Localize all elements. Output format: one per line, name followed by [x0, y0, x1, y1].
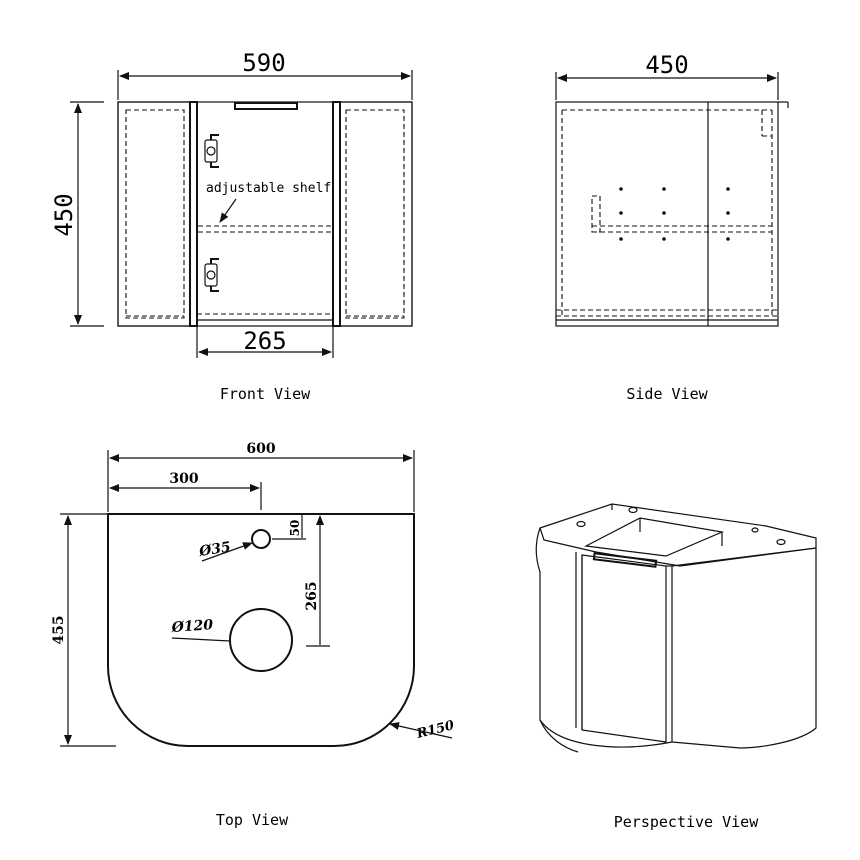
front-view: 590 450: [50, 49, 413, 403]
waste-hole: [229, 608, 293, 672]
side-depth-dim: 450: [645, 51, 688, 79]
front-height-dim: 450: [50, 193, 78, 236]
tap-hole: [251, 529, 271, 549]
hole-offset-dim: 300: [169, 471, 198, 487]
corner-radius-label: R150: [414, 718, 455, 742]
countertop-outline: [107, 513, 415, 747]
perspective-handle: [592, 552, 658, 568]
side-view: 450 Side View: [555, 51, 789, 403]
shelf-pin-holes: [619, 187, 730, 241]
perspective-view: Perspective View: [535, 503, 817, 831]
top-view-caption: Top View: [216, 811, 289, 829]
door-handle: [234, 102, 298, 110]
top-width-dim: 600: [246, 441, 275, 457]
upper-hinge: [204, 134, 219, 168]
door-width-dim: 265: [243, 327, 286, 355]
tap-hole-offset-dim: 50: [288, 520, 302, 537]
tap-hole-dia-label: Ø35: [197, 539, 232, 560]
front-width-dim: 590: [242, 49, 285, 77]
shelf-label: adjustable shelf: [206, 181, 331, 196]
top-view: 600 300 455 50 265 Ø35 Ø120: [51, 441, 456, 829]
waste-offset-dim: 265: [304, 581, 320, 610]
lower-hinge: [204, 258, 219, 292]
top-depth-dim: 455: [51, 615, 67, 644]
side-view-caption: Side View: [626, 385, 708, 403]
front-view-caption: Front View: [220, 385, 311, 403]
perspective-view-caption: Perspective View: [614, 813, 759, 831]
waste-dia-label: Ø120: [170, 617, 214, 636]
